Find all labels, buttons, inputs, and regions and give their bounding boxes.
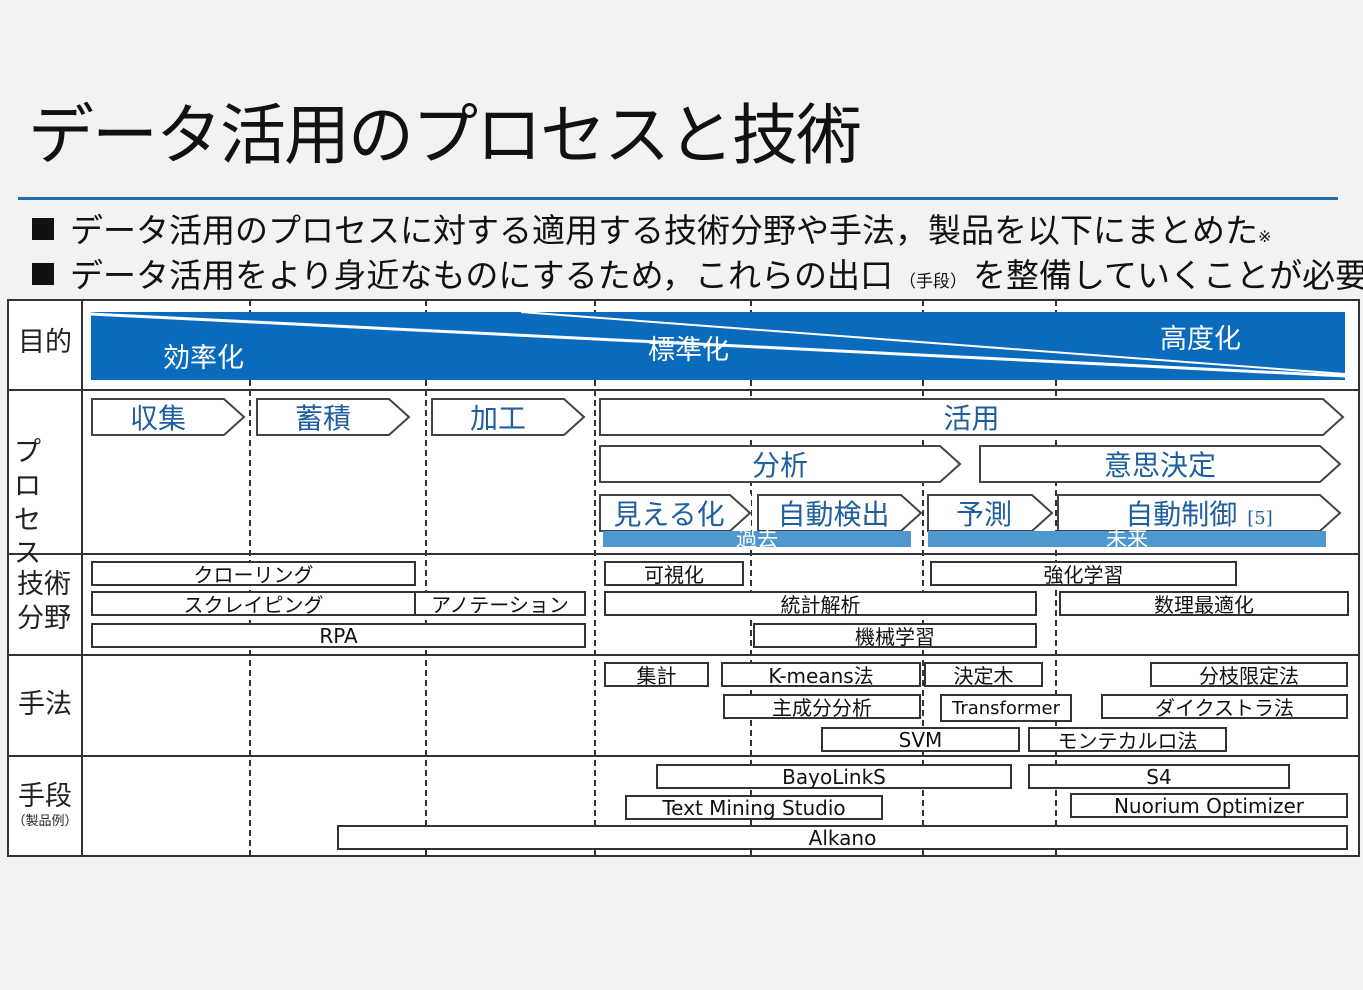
- timeline-past-bar: 過去: [603, 529, 911, 550]
- process-arrow-collect: 収集: [91, 398, 246, 436]
- dashed-column-divider: [750, 300, 752, 856]
- row-label-process: プロセス: [14, 437, 47, 570]
- bullet-1-note: ※: [1258, 227, 1272, 246]
- row-label-means-sub: （製品例）: [12, 813, 78, 829]
- page-title: データ活用のプロセスと技術: [28, 97, 862, 174]
- row-divider: [7, 389, 1360, 391]
- method-kmeans: K-means法: [721, 662, 921, 688]
- dashed-column-divider: [594, 300, 596, 856]
- method-decision-tree: 決定木: [924, 662, 1043, 688]
- row-divider: [7, 755, 1360, 757]
- product-bayolinks: BayoLinkS: [656, 764, 1012, 789]
- bullet-1: データ活用のプロセスに対する適用する技術分野や手法，製品を以下にまとめた※: [32, 214, 1271, 247]
- label-column-divider: [81, 299, 83, 857]
- purpose-band: [91, 312, 1345, 380]
- product-alkano: Alkano: [337, 825, 1348, 850]
- tech-visualization: 可視化: [604, 561, 744, 587]
- tech-scraping: スクレイピング: [91, 591, 416, 617]
- row-label-tech: 技術分野: [17, 569, 71, 634]
- tech-math-optimization: 数理最適化: [1059, 591, 1349, 617]
- process-arrow-visualize: 見える化: [599, 494, 752, 532]
- bullet-2-text-before: データ活用をより身近なものにするため，これらの出口: [70, 256, 894, 295]
- tech-crawling: クローリング: [91, 561, 416, 587]
- tech-annotation: アノテーション: [414, 591, 586, 617]
- process-arrow-predict: 予測: [927, 494, 1054, 532]
- dashed-column-divider: [425, 300, 427, 856]
- process-arrow-utilize: 活用: [599, 398, 1345, 436]
- method-branch-and-bound: 分枝限定法: [1150, 662, 1348, 688]
- row-label-means: 手段 （製品例）: [9, 780, 81, 829]
- product-text-mining-studio: Text Mining Studio: [625, 795, 883, 820]
- process-arrow-auto-detect: 自動検出: [757, 494, 923, 532]
- row-label-purpose: 目的: [18, 327, 72, 358]
- bullet-1-text: データ活用のプロセスに対する適用する技術分野や手法，製品を以下にまとめた: [70, 211, 1258, 250]
- bullet-square-icon: [32, 263, 54, 285]
- method-transformer: Transformer: [940, 694, 1072, 722]
- tech-statistics: 統計解析: [604, 591, 1037, 617]
- process-arrow-store: 蓄積: [256, 398, 411, 436]
- bullet-2-note: （手段）: [899, 272, 968, 292]
- product-nuorium-optimizer: Nuorium Optimizer: [1070, 793, 1348, 818]
- method-monte-carlo: モンテカルロ法: [1028, 727, 1227, 753]
- bullet-2-text-after: を整備していくことが必要: [973, 256, 1363, 295]
- purpose-band-diagonal: [91, 312, 1345, 378]
- auto-control-label: 自動制御: [1125, 498, 1238, 531]
- bullet-square-icon: [32, 218, 54, 240]
- purpose-label-efficiency: 効率化: [163, 343, 244, 374]
- timeline-future-bar: 未来: [928, 529, 1326, 550]
- process-arrow-process: 加工: [431, 398, 586, 436]
- auto-control-citation: [5]: [1247, 508, 1273, 529]
- process-arrow-auto-control: 自動制御 [5]: [1057, 494, 1342, 532]
- process-arrow-decision: 意思決定: [979, 445, 1342, 483]
- dashed-column-divider: [922, 300, 924, 856]
- method-aggregation: 集計: [604, 662, 709, 688]
- purpose-label-standardization: 標準化: [648, 335, 729, 366]
- purpose-band-diagonal: [520, 312, 1345, 375]
- method-svm: SVM: [821, 727, 1020, 752]
- method-pca: 主成分分析: [723, 694, 921, 720]
- row-divider: [7, 553, 1360, 555]
- product-s4: S4: [1028, 764, 1290, 789]
- method-dijkstra: ダイクストラ法: [1101, 694, 1348, 720]
- row-divider: [7, 654, 1360, 656]
- process-arrow-analysis: 分析: [599, 445, 962, 483]
- tech-machine-learning: 機械学習: [753, 623, 1037, 649]
- row-label-means-main: 手段: [18, 781, 72, 812]
- purpose-label-sophistication: 高度化: [1160, 324, 1241, 355]
- tech-reinforcement-learning: 強化学習: [930, 561, 1237, 587]
- row-label-method: 手法: [18, 689, 72, 720]
- tech-rpa: RPA: [91, 623, 586, 648]
- title-underline: [18, 197, 1338, 200]
- bullet-2: データ活用をより身近なものにするため，これらの出口（手段）を整備していくことが必…: [32, 259, 1363, 292]
